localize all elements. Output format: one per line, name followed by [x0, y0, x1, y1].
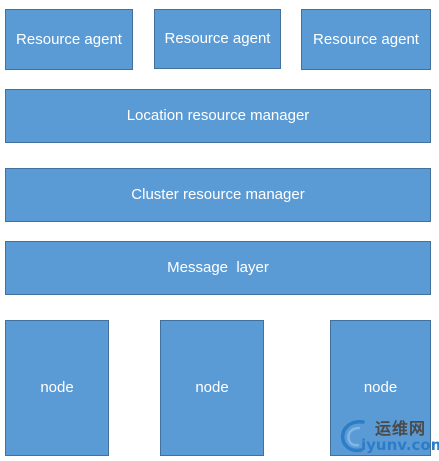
location-resource-manager-box: Location resource manager [5, 89, 431, 143]
resource-agent-box-3: Resource agent [301, 9, 431, 70]
resource-agent-box-1: Resource agent [5, 9, 133, 70]
node-box-1: node [5, 320, 109, 456]
cluster-resource-manager-box: Cluster resource manager [5, 168, 431, 222]
node-label-1: node [40, 379, 74, 396]
cluster-resource-manager-label: Cluster resource manager [131, 186, 305, 203]
resource-agent-label-3: Resource agent [313, 30, 419, 48]
message-layer-label: Message layer [167, 259, 269, 276]
node-label-3: node [363, 379, 398, 396]
resource-agent-label-1: Resource agent [16, 30, 122, 48]
node-label-2: node [195, 379, 229, 396]
message-layer-box: Message layer [5, 241, 431, 295]
location-resource-manager-label: Location resource manager [126, 107, 310, 124]
resource-agent-box-2: Resource agent [154, 9, 281, 69]
resource-agent-label-2: Resource agent [164, 30, 271, 47]
node-box-3: node [330, 320, 431, 456]
node-box-2: node [160, 320, 264, 456]
